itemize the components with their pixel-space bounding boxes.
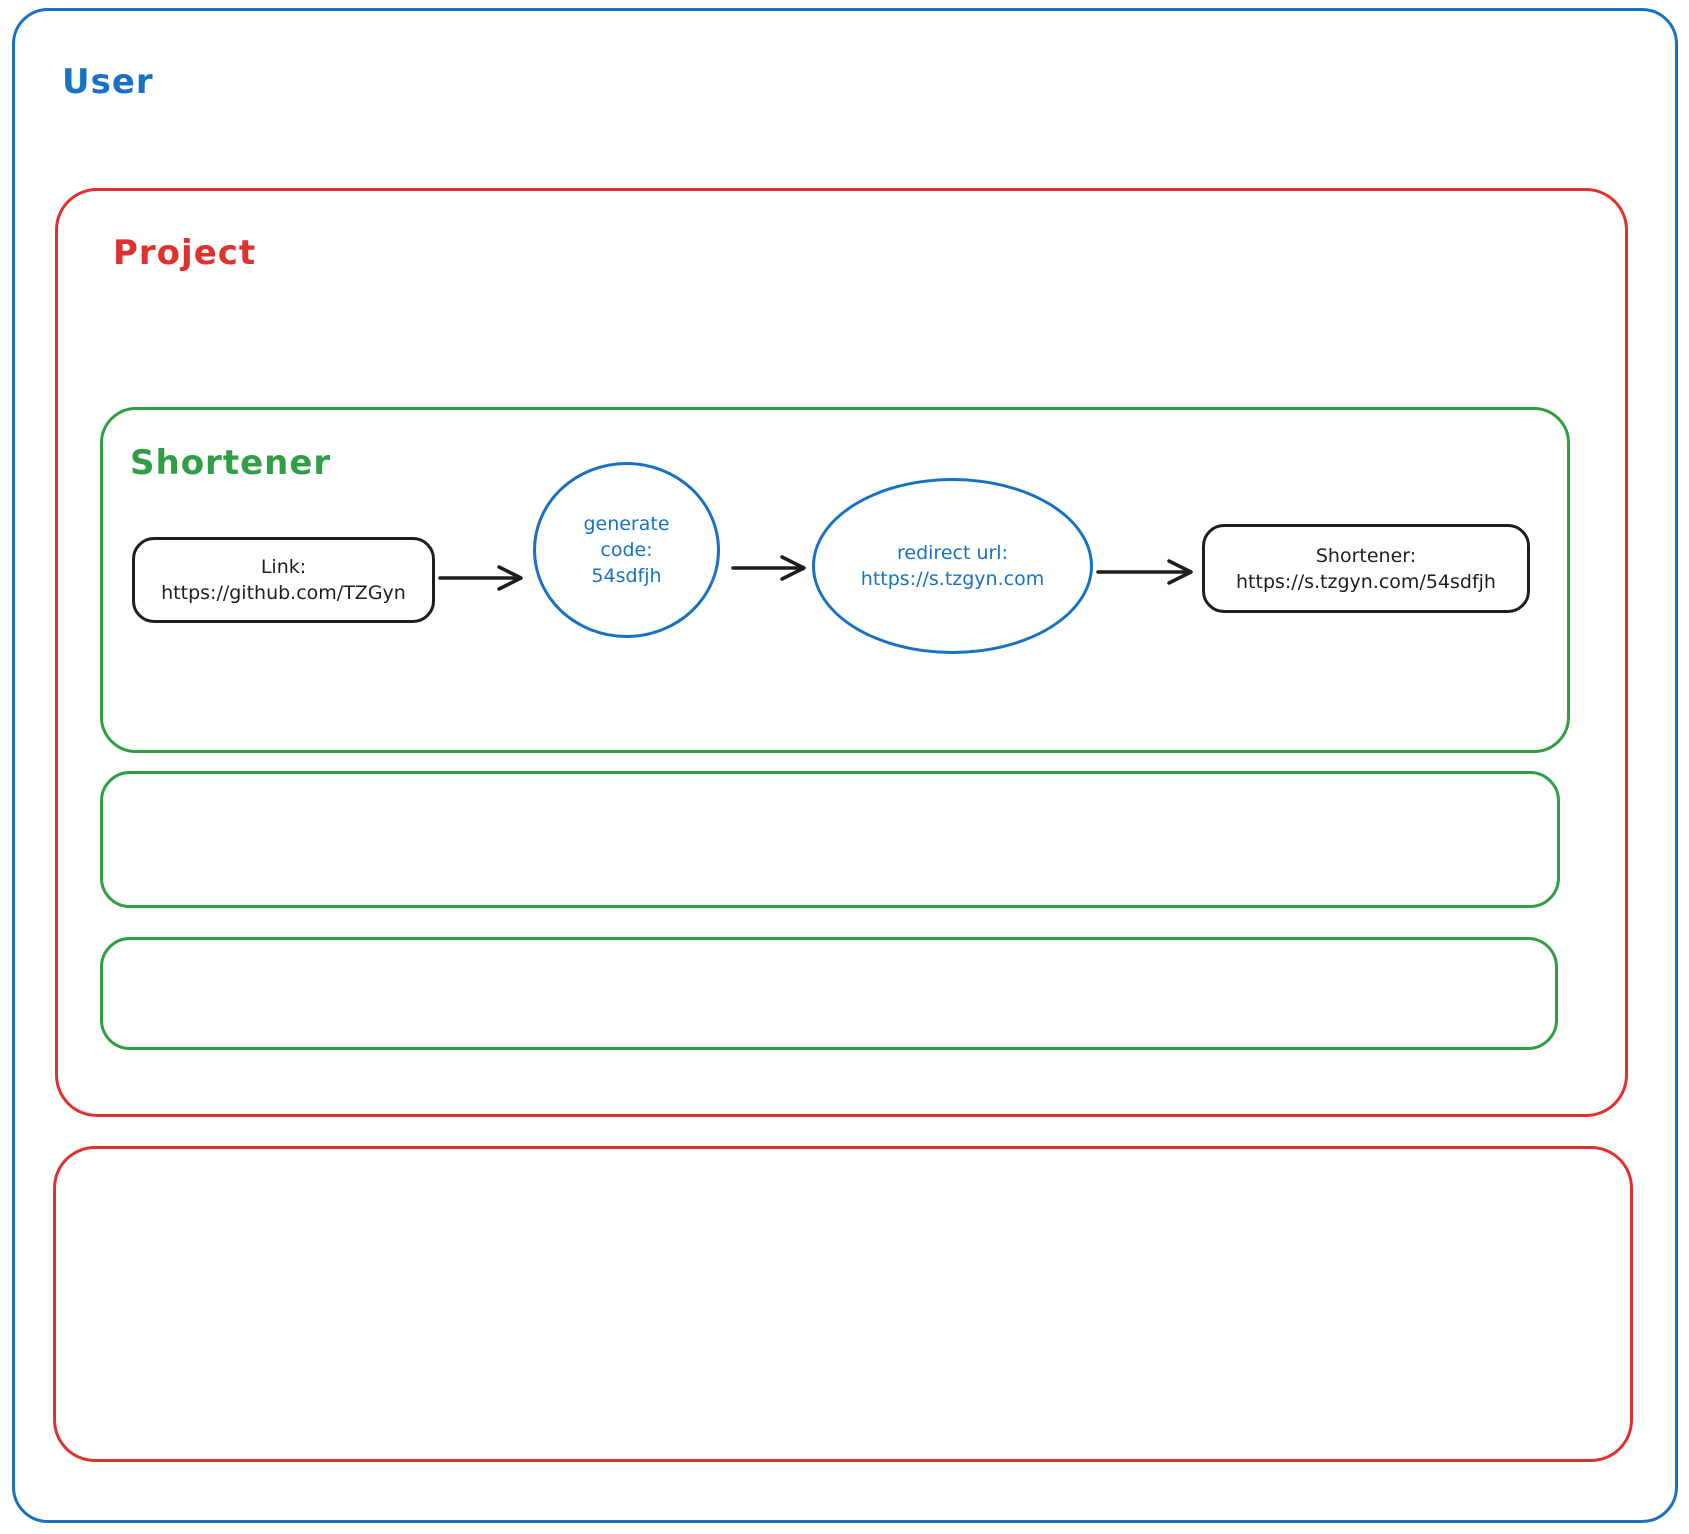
project-container-label: Project (113, 233, 257, 273)
generate-code-line1: generate (583, 513, 670, 535)
empty-green-box-2 (100, 937, 1558, 1050)
flow-arrow-3 (1096, 559, 1193, 585)
user-container-frame (12, 8, 1678, 1523)
flow-arrow-1 (438, 565, 523, 591)
link-node: Link: https://github.com/TZGyn (132, 537, 435, 623)
shortener-container-frame (100, 407, 1570, 753)
flow-arrow-2 (731, 555, 806, 581)
empty-green-box-1 (100, 771, 1560, 908)
project-container-frame (55, 188, 1628, 1117)
redirect-url-node: redirect url: https://s.tzgyn.com (812, 478, 1093, 654)
link-node-title: Link: (260, 556, 307, 578)
generate-code-line2: code: (600, 539, 653, 561)
redirect-url-line2: https://s.tzgyn.com (860, 568, 1045, 590)
shortener-result-url: https://s.tzgyn.com/54sdfjh (1236, 570, 1496, 593)
shortener-container-label: Shortener (130, 443, 332, 483)
generate-code-line3: 54sdfjh (591, 565, 662, 587)
user-container-label: User (62, 62, 154, 102)
generate-code-node: generate code: 54sdfjh (533, 462, 720, 638)
shortener-result-title: Shortener: (1315, 544, 1417, 567)
empty-red-box (53, 1146, 1633, 1462)
link-node-url: https://github.com/TZGyn (161, 582, 406, 604)
redirect-url-line1: redirect url: (897, 542, 1008, 564)
shortener-result-node: Shortener: https://s.tzgyn.com/54sdfjh (1202, 524, 1530, 613)
